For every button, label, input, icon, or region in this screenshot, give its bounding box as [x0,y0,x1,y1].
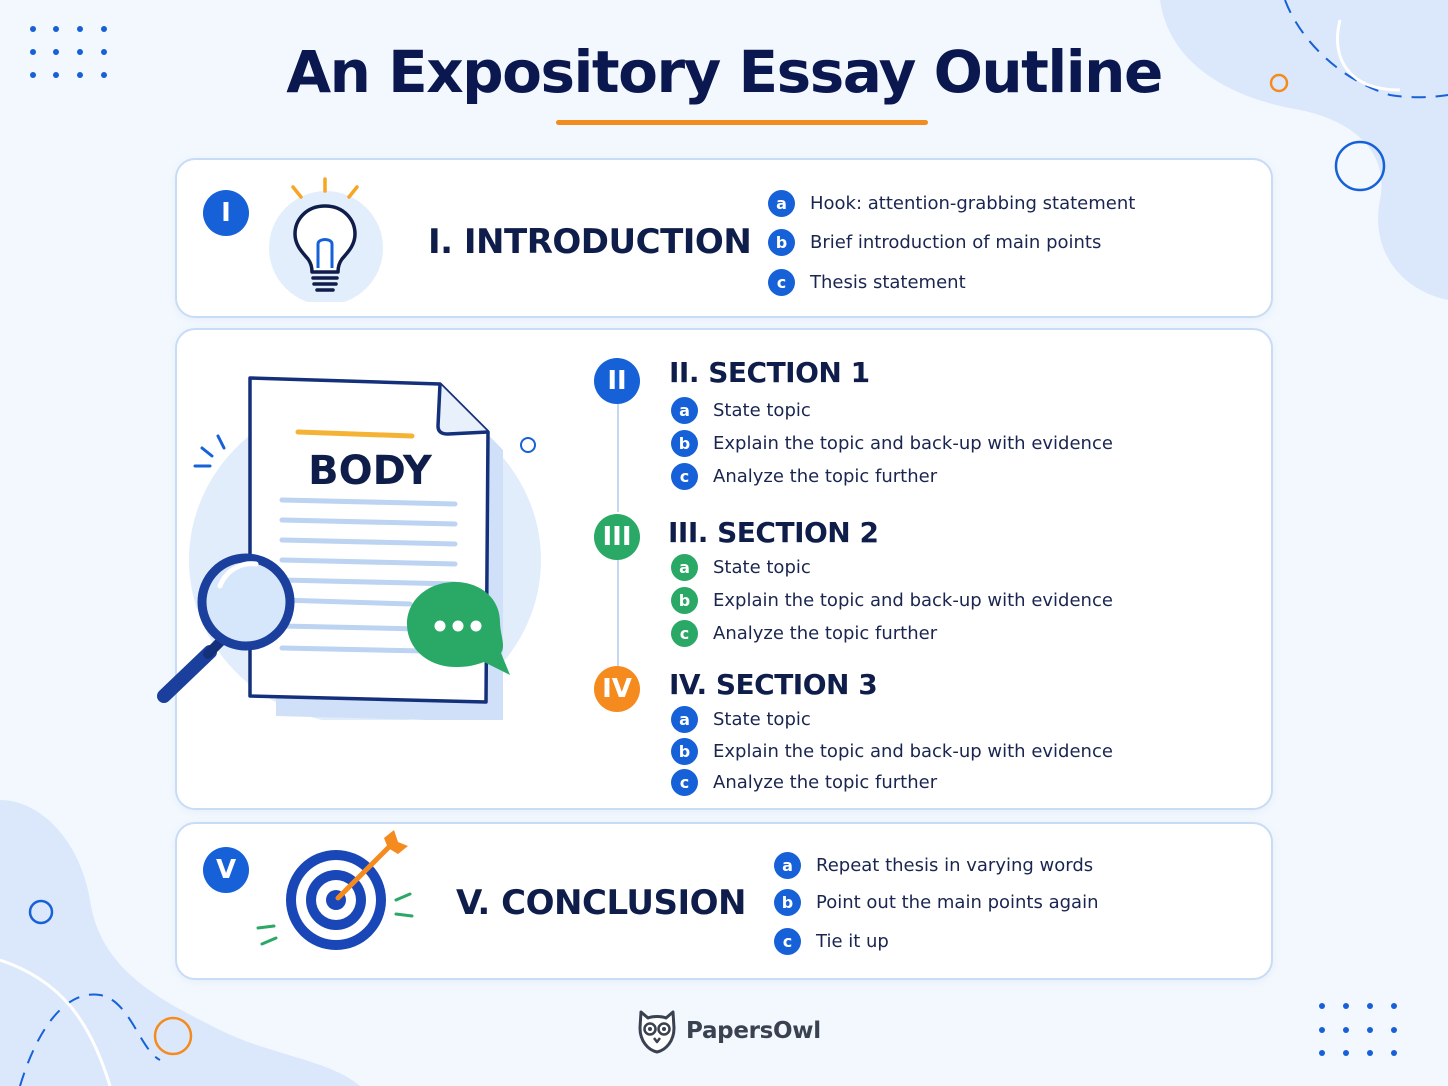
brand-name: PapersOwl [686,1018,821,1044]
brand-logo[interactable]: PapersOwl [636,1008,821,1054]
letter-badge: c [768,269,795,296]
section-1-item-b: b Explain the topic and back-up with evi… [671,430,1113,457]
sparkle-lines-icon [193,434,226,468]
body-illustration: BODY [157,376,541,720]
intro-item-text: Brief introduction of main points [810,232,1102,253]
section-2-item-c: c Analyze the topic further [671,620,937,647]
section-3-heading: IV. SECTION 3 [669,668,878,701]
title-underline [556,120,928,125]
section-item-text: State topic [713,400,811,421]
letter-badge: c [671,620,698,647]
section-2-heading: III. SECTION 2 [668,516,879,549]
section-2-item-a: a State topic [671,554,811,581]
letter-badge: b [774,889,801,916]
introduction-heading: I. INTRODUCTION [428,222,752,262]
numeral-badge-ii: II [594,358,640,404]
numeral-badge-i: I [203,190,249,236]
letter-badge: a [768,190,795,217]
intro-item-c: c Thesis statement [768,269,966,296]
intro-item-b: b Brief introduction of main points [768,229,1101,256]
letter-badge: a [671,706,698,733]
timeline-connector [617,404,619,512]
letter-badge: b [671,430,698,457]
conclusion-item-text: Repeat thesis in varying words [816,855,1094,876]
section-item-text: Analyze the topic further [713,466,938,487]
section-1-item-a: a State topic [671,397,811,424]
letter-badge: b [671,587,698,614]
letter-badge: a [774,852,801,879]
conclusion-item-text: Tie it up [816,931,889,952]
numeral-badge-v: V [203,847,249,893]
letter-badge: c [671,769,698,796]
letter-badge: c [671,463,698,490]
section-item-text: Explain the topic and back-up with evide… [713,590,1113,611]
section-3-item-a: a State topic [671,706,811,733]
magnifier-icon [157,553,295,703]
intro-item-text: Thesis statement [810,272,966,293]
section-3-item-c: c Analyze the topic further [671,769,937,796]
section-item-text: State topic [713,709,811,730]
page-title: An Expository Essay Outline [286,38,1163,106]
section-item-text: Analyze the topic further [713,623,938,644]
document-icon [248,376,503,720]
numeral-badge-iv: IV [594,666,640,712]
letter-badge: b [671,738,698,765]
conclusion-item-text: Point out the main points again [816,892,1099,913]
numeral-badge-iii: III [594,514,640,560]
section-1-heading: II. SECTION 1 [669,356,870,389]
timeline-connector [617,560,619,666]
conclusion-item-c: c Tie it up [774,928,889,955]
conclusion-item-b: b Point out the main points again [774,889,1098,916]
conclusion-item-a: a Repeat thesis in varying words [774,852,1093,879]
target-icon [256,830,414,950]
letter-badge: b [768,229,795,256]
chat-bubble-icon [407,582,510,675]
letter-badge: a [671,554,698,581]
intro-item-text: Hook: attention-grabbing statement [810,193,1136,214]
section-item-text: Explain the topic and back-up with evide… [713,433,1113,454]
section-2-item-b: b Explain the topic and back-up with evi… [671,587,1113,614]
letter-badge: c [774,928,801,955]
letter-badge: a [671,397,698,424]
conclusion-heading: V. CONCLUSION [456,883,747,923]
section-item-text: State topic [713,557,811,578]
body-document-label: BODY [308,448,433,494]
section-3-item-b: b Explain the topic and back-up with evi… [671,738,1113,765]
section-item-text: Explain the topic and back-up with evide… [713,741,1113,762]
section-1-item-c: c Analyze the topic further [671,463,937,490]
lightbulb-icon [269,177,383,302]
owl-logo-icon [638,1010,676,1054]
intro-item-a: a Hook: attention-grabbing statement [768,190,1135,217]
section-item-text: Analyze the topic further [713,772,938,793]
